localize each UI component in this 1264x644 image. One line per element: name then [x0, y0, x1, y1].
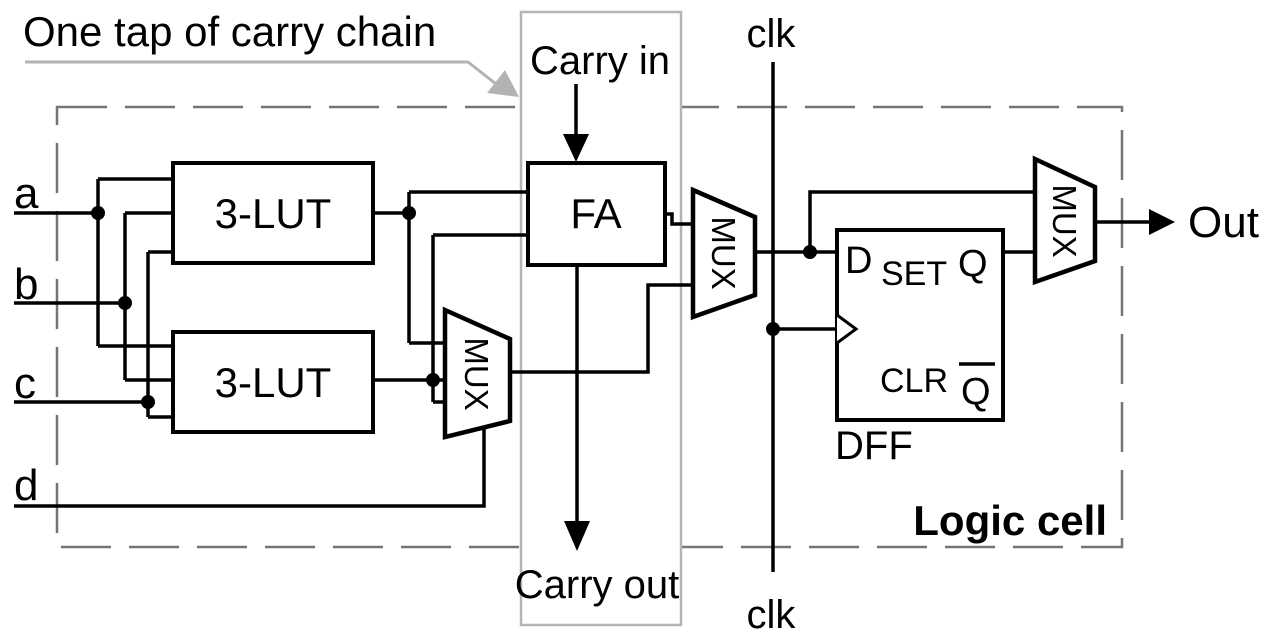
lut-top-label: 3-LUT: [215, 190, 332, 237]
input-d-label: d: [14, 461, 38, 510]
dff-pin-q-label: Q: [958, 243, 988, 285]
out-label: Out: [1188, 198, 1259, 247]
input-b-label: b: [14, 260, 38, 309]
callout-leader-line: [25, 60, 497, 86]
dff-label: DFF: [835, 424, 913, 468]
dff-pin-qbar-label: Q: [961, 371, 991, 413]
mux3-label: MUX: [1046, 184, 1083, 257]
wire-lut-bottom-output-net: [373, 233, 528, 404]
dff-clock-triangle-icon: [836, 313, 859, 345]
full-adder-box: [526, 161, 667, 267]
input-c-label: c: [14, 359, 36, 408]
wire-lut-top-output-net: [373, 190, 528, 345]
dff-pin-set-label: SET: [881, 255, 947, 293]
logic-cell-dashed-border: [55, 105, 1124, 549]
carry-in-label: Carry in: [530, 39, 670, 83]
input-a-label: a: [14, 169, 39, 218]
wire-input-a-net: [14, 177, 173, 348]
callout-title: One tap of carry chain: [23, 8, 436, 55]
logic-cell-label: Logic cell: [913, 497, 1107, 544]
junction-dot: [803, 245, 817, 259]
carry-in-arrowhead-icon: [563, 134, 589, 162]
wire-mux1-output-net: [510, 283, 693, 374]
clk-top-label: clk: [747, 12, 797, 56]
junction-dot: [91, 206, 105, 220]
dff-pin-d-label: D: [845, 240, 872, 282]
mux2-shape: [690, 186, 758, 321]
mux1-label: MUX: [458, 337, 495, 410]
carry-out-label: Carry out: [515, 563, 680, 607]
out-arrowhead-icon: [1149, 209, 1175, 235]
junction-dot: [141, 395, 155, 409]
mux2-label: MUX: [705, 216, 742, 289]
carry-out-arrowhead-icon: [564, 521, 590, 551]
junction-dots: [91, 206, 817, 409]
lut-bottom-box: [171, 330, 375, 434]
wire-input-d-net: [14, 429, 486, 508]
wire-fa-output-net: [665, 212, 693, 226]
junction-dot: [766, 322, 780, 336]
callout-arrowhead-icon: [487, 70, 519, 97]
dff-box: [835, 228, 1005, 422]
mux3-shape: [1032, 155, 1098, 286]
wire-dff-bypass-net: [808, 190, 1035, 252]
junction-dot: [426, 373, 440, 387]
junction-dot: [402, 206, 416, 220]
lut-top-box: [171, 161, 375, 265]
carry-chain-column: [519, 10, 683, 627]
mux1-shape: [442, 306, 513, 440]
dff-pin-clr-label: CLR: [880, 362, 948, 400]
full-adder-label: FA: [570, 190, 621, 237]
junction-dot: [118, 296, 132, 310]
lut-bottom-label: 3-LUT: [215, 359, 332, 406]
clk-bottom-label: clk: [747, 593, 797, 637]
wire-input-c-net: [14, 250, 173, 419]
